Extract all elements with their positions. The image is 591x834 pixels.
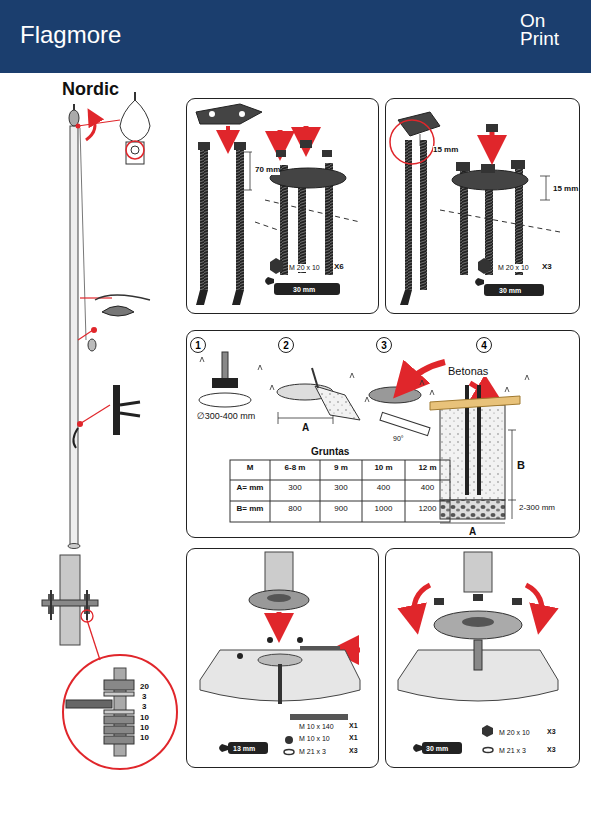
step-number-text: 3 — [381, 340, 387, 351]
label-text: 10 — [140, 734, 149, 743]
table-cell: 900 — [321, 505, 361, 514]
label-text: On Print — [520, 12, 560, 48]
table-cell: 300 — [321, 484, 361, 493]
step-number: 4 — [476, 337, 492, 353]
table-cell: M — [231, 464, 269, 473]
label-text: X3 — [349, 747, 358, 755]
label-text: 70 mm — [255, 166, 280, 175]
label-text: 15 mm — [553, 185, 578, 194]
table-cell: 6-8 m — [271, 464, 319, 473]
step-panel: 13 mmM 10 x 140X1M 10 x 10X1M 21 x 3X3 — [186, 548, 379, 768]
label-text: X1 — [349, 722, 358, 730]
label-text: 3 — [142, 693, 146, 702]
step-number-text: 1 — [195, 340, 201, 351]
label-text: M 20 x 10 — [499, 729, 530, 737]
label-text: X3 — [547, 746, 556, 754]
table-cell: 400 — [363, 484, 404, 493]
label-text: Gruntas — [311, 446, 349, 457]
label-text: 2-300 mm — [519, 504, 555, 513]
detail-circle: 2033101010 — [62, 654, 178, 770]
label-text: X1 — [349, 734, 358, 742]
label-text: 30 mm — [293, 286, 315, 294]
table-cell: 10 m — [363, 464, 404, 473]
step-number: 3 — [376, 337, 392, 353]
table-cell: 800 — [271, 505, 319, 514]
table-cell: 1000 — [363, 505, 404, 514]
label-text: M 21 x 3 — [299, 748, 326, 756]
label-text: M 20 x 10 — [289, 264, 320, 272]
label-text: 15 mm — [433, 146, 458, 155]
label-text: M 20 x 10 — [498, 264, 529, 272]
table-cell: 1200 — [406, 505, 449, 514]
label-text: 20 — [140, 683, 149, 692]
title: Nordic — [62, 80, 119, 100]
step-panel: 70 mm M 20 x 10 X6 30 mm — [186, 98, 379, 314]
label-text: 10 — [140, 724, 149, 733]
table-cell: 400 — [406, 484, 449, 493]
step-panel: 30 mm M 20 x 10 X3 M 21 x 3 X3 — [385, 548, 580, 768]
label-text: A — [302, 422, 309, 433]
label-text: X3 — [542, 263, 552, 272]
label-text: M 10 x 10 — [299, 735, 330, 743]
label-text: M 21 x 3 — [499, 747, 526, 755]
table-cell: 300 — [271, 484, 319, 493]
label-text: B — [517, 459, 525, 471]
header-band: Flagmore On Print — [0, 0, 591, 73]
label-text: 13 mm — [233, 745, 255, 753]
step-number: 2 — [278, 337, 294, 353]
step-number: 1 — [190, 337, 206, 353]
table-cell: A= mm — [231, 484, 269, 493]
label-text: 3 — [142, 703, 146, 712]
label-text: X6 — [334, 263, 344, 272]
label-text: X3 — [547, 728, 556, 736]
label-text: 10 — [140, 714, 149, 723]
step-panel: 15 mm 15 mm M 20 x 10 X3 30 mm — [385, 98, 580, 314]
label-text: A — [469, 526, 476, 537]
table-cell: 12 m — [406, 464, 449, 473]
label-text: 30 mm — [499, 287, 521, 295]
step-number-text: 2 — [283, 340, 289, 351]
label-text: Flagmore — [20, 22, 121, 48]
label-text: M 10 x 140 — [299, 723, 334, 731]
step-number-text: 4 — [481, 340, 487, 351]
label-text: 90° — [393, 435, 404, 443]
table-cell: 9 m — [321, 464, 361, 473]
label-text: 30 mm — [426, 745, 448, 753]
table-cell: B= mm — [231, 505, 269, 514]
label-text: ∅300-400 mm — [197, 412, 255, 422]
label-text: Betonas — [448, 365, 488, 377]
